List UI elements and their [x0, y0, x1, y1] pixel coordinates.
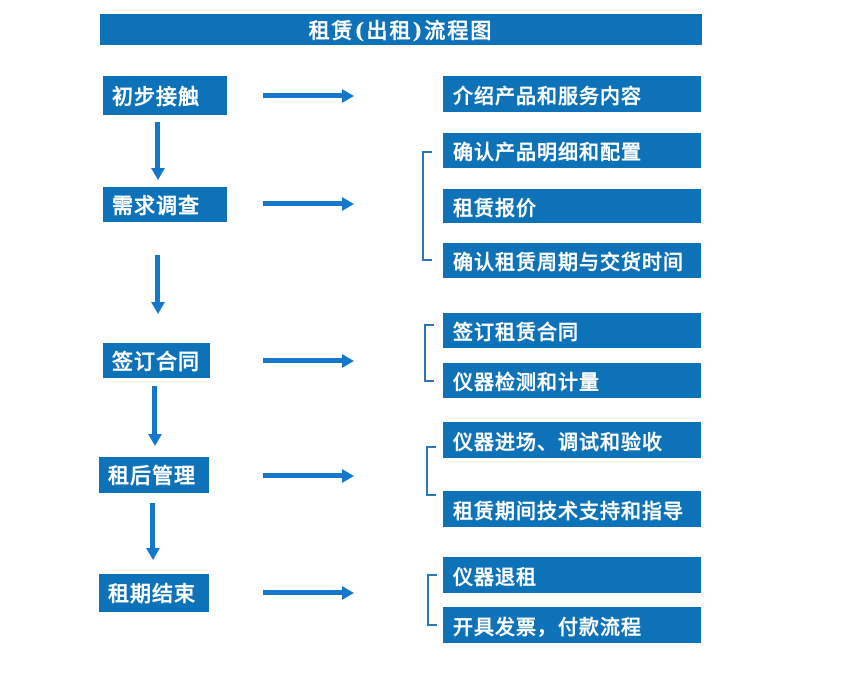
- down-arrow-3: [152, 386, 157, 434]
- output-box-rental-quote: 租赁报价: [443, 189, 701, 223]
- bracket-rental-end-group: [427, 574, 437, 626]
- stage-box-initial-contact: 初步接触: [103, 76, 227, 115]
- output-box-confirm-product-details: 确认产品明细和配置: [443, 133, 701, 168]
- stage-box-rental-end: 租期结束: [99, 574, 209, 612]
- output-box-invoice-payment: 开具发票，付款流程: [443, 607, 701, 643]
- flowchart-title-text: 租赁(出租)流程图: [308, 17, 494, 43]
- output-box-instrument-testing: 仪器检测和计量: [443, 363, 701, 398]
- output-box-tech-support-during-rental: 租赁期间技术支持和指导: [443, 491, 701, 527]
- down-arrow-2: [155, 255, 160, 302]
- stage-box-sign-contract: 签订合同: [103, 343, 210, 378]
- stage-box-needs-survey: 需求调查: [103, 187, 227, 222]
- output-box-introduce-products: 介绍产品和服务内容: [443, 76, 701, 112]
- output-box-confirm-rental-period: 确认租赁周期与交货时间: [443, 243, 701, 278]
- output-box-sign-rental-contract: 签订租赁合同: [443, 313, 701, 348]
- bracket-sign-contract-group: [424, 324, 434, 382]
- right-arrow-needs-survey: [263, 201, 342, 206]
- down-arrow-4: [150, 503, 155, 548]
- output-box-instrument-setup-acceptance: 仪器进场、调试和验收: [443, 422, 701, 458]
- bracket-post-rental-group: [426, 446, 436, 496]
- right-arrow-sign-contract: [263, 358, 342, 363]
- right-arrow-post-rental-management: [263, 473, 342, 478]
- flowchart-title-bar: 租赁(出租)流程图: [100, 14, 702, 45]
- stage-box-post-rental-management: 租后管理: [99, 457, 209, 493]
- right-arrow-rental-end: [263, 590, 342, 595]
- output-box-instrument-return: 仪器退租: [443, 557, 701, 593]
- right-arrow-initial-contact: [263, 93, 342, 98]
- bracket-needs-survey-group: [422, 151, 432, 261]
- down-arrow-1: [155, 122, 160, 168]
